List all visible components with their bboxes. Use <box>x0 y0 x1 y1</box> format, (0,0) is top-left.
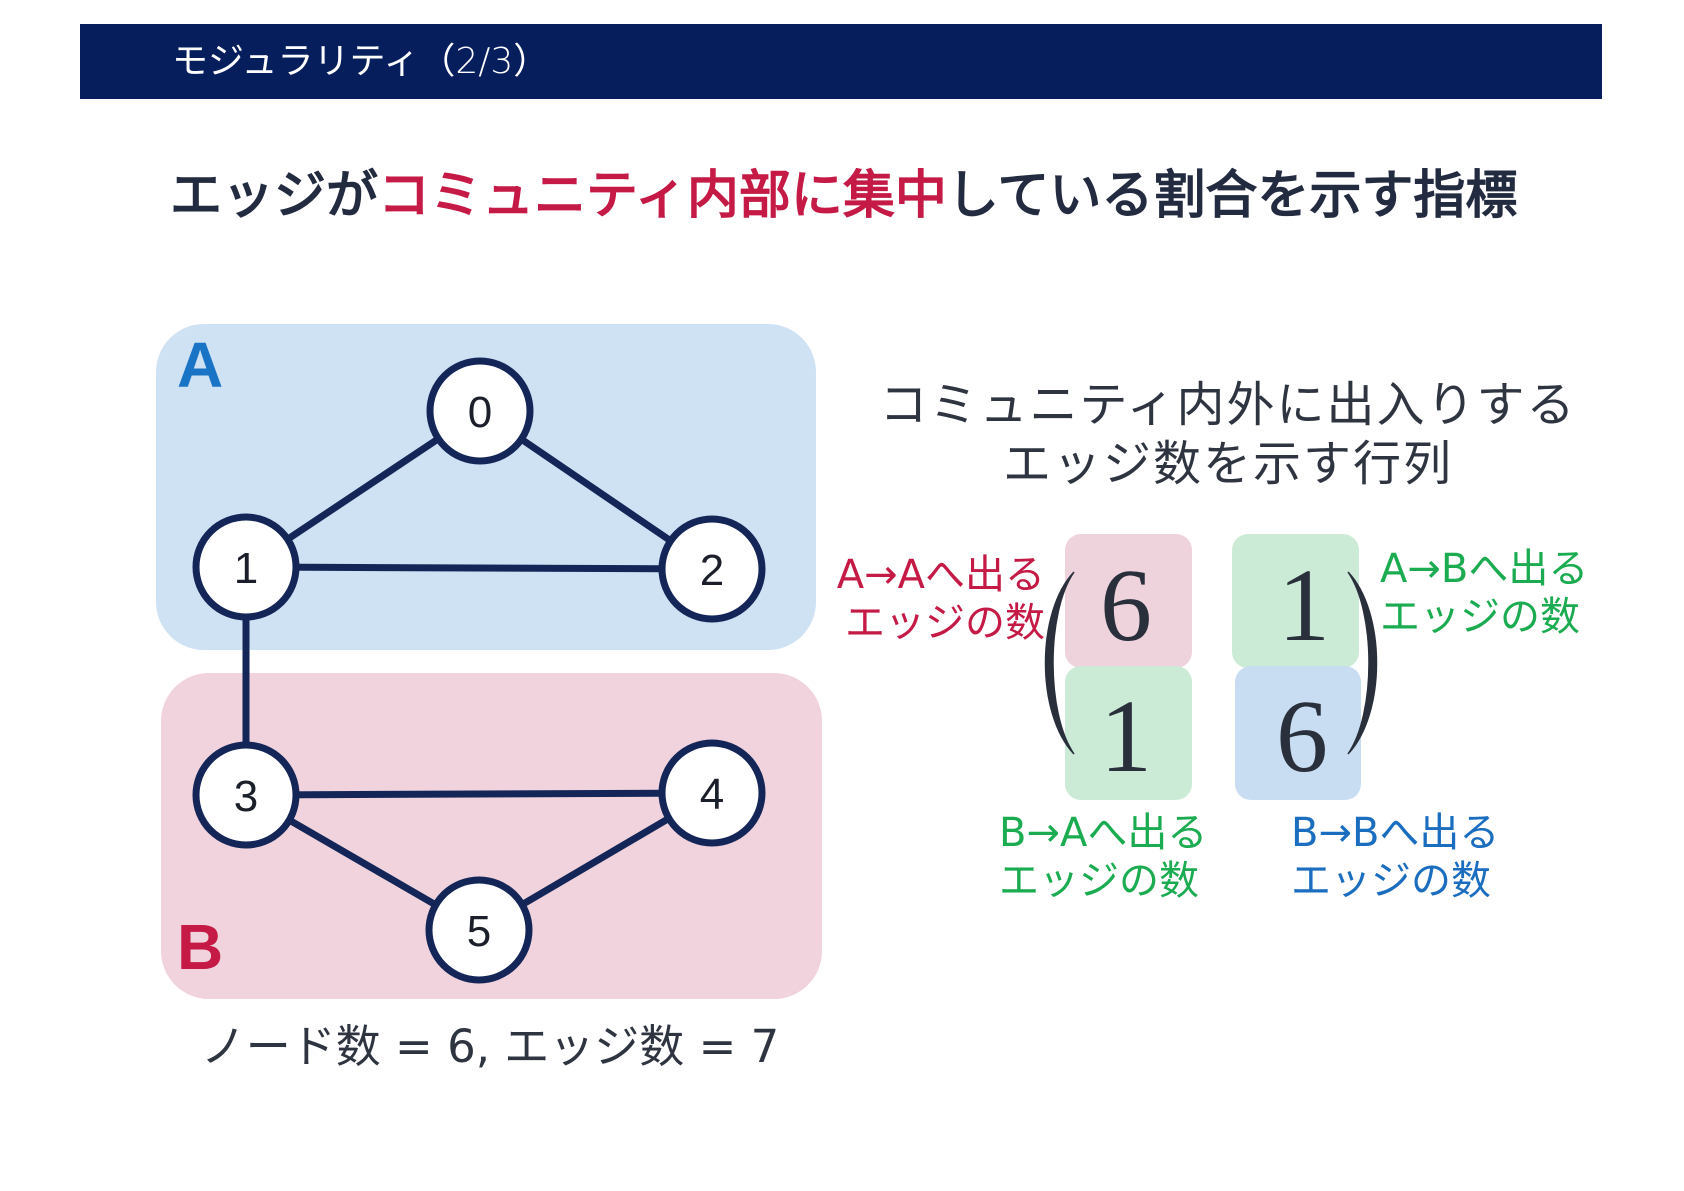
community-a-label: A <box>177 329 223 401</box>
matrix-right-paren <box>1347 571 1378 755</box>
label-b-to-b-line-2: エッジの数 <box>1291 858 1491 904</box>
edge-1-2 <box>242 563 716 573</box>
label-a-to-b-line-2: エッジの数 <box>1380 594 1580 640</box>
node-circle <box>658 515 766 623</box>
matrix-cell-a-a-bg <box>1065 534 1192 668</box>
node-label: 0 <box>468 388 492 437</box>
label-b-to-a-line-2: エッジの数 <box>999 858 1199 904</box>
node-label: 2 <box>700 546 724 595</box>
node-circle <box>658 739 766 847</box>
header-title: モジュラリティ（2/3） <box>172 41 550 82</box>
node-circle <box>425 876 533 984</box>
matrix-cell-b-a-value: 1 <box>1100 679 1152 794</box>
node-label: 3 <box>234 772 258 821</box>
label-b-to-b: B→Bへ出る エッジの数 <box>1291 809 1499 905</box>
node-circle <box>426 357 534 465</box>
label-b-to-b-line-1: B→Bへ出る <box>1291 810 1500 856</box>
label-a-to-a-line-1: A→Aへ出る <box>836 552 1045 598</box>
matrix-description-line-1: コミュニティ内外に出入りする <box>879 377 1577 433</box>
matrix-description: コミュニティ内外に出入りする エッジ数を示す行列 <box>858 376 1598 494</box>
headline-after: している割合を示す指標 <box>946 166 1518 226</box>
headline-before: エッジが <box>170 166 379 226</box>
node-3: 3 <box>192 741 300 849</box>
label-a-to-a: A→Aへ出る エッジの数 <box>780 551 1045 647</box>
node-label: 1 <box>234 544 258 593</box>
label-b-to-a: B→Aへ出る エッジの数 <box>999 809 1207 905</box>
label-a-to-b-line-1: A→Bへ出る <box>1380 546 1589 592</box>
header-bar: モジュラリティ（2/3） <box>80 24 1602 99</box>
node-label: 5 <box>467 907 491 956</box>
node-circle <box>192 741 300 849</box>
label-b-to-a-line-1: B→Aへ出る <box>999 810 1208 856</box>
matrix-cell-b-b-bg <box>1235 666 1361 800</box>
matrix-cell-a-b-bg <box>1232 534 1359 668</box>
community-b-box <box>161 673 822 999</box>
matrix-cell-a-a-value: 6 <box>1100 548 1152 663</box>
headline: エッジがコミュニティ内部に集中している割合を示す指標 <box>170 164 1517 228</box>
matrix-description-line-2: エッジ数を示す行列 <box>1002 436 1453 492</box>
headline-highlight: コミュニティ内部に集中 <box>378 166 947 226</box>
node-0: 0 <box>426 357 534 465</box>
node-1: 1 <box>192 513 300 621</box>
node-circle <box>192 513 300 621</box>
node-4: 4 <box>658 739 766 847</box>
matrix-cell-b-b-value: 6 <box>1276 679 1328 794</box>
matrix-cell-b-a-bg <box>1065 666 1192 800</box>
node-label: 4 <box>700 770 724 819</box>
node-2: 2 <box>658 515 766 623</box>
label-a-to-a-line-2: エッジの数 <box>845 600 1045 646</box>
label-a-to-b: A→Bへ出る エッジの数 <box>1380 545 1588 641</box>
graph-caption: ノード数 = 6, エッジ数 = 7 <box>200 1020 780 1073</box>
edge-3-4 <box>242 789 716 799</box>
matrix-left-paren <box>1044 571 1075 755</box>
community-b-label: B <box>177 911 223 983</box>
node-5: 5 <box>425 876 533 984</box>
matrix-cell-a-b-value: 1 <box>1278 548 1330 663</box>
